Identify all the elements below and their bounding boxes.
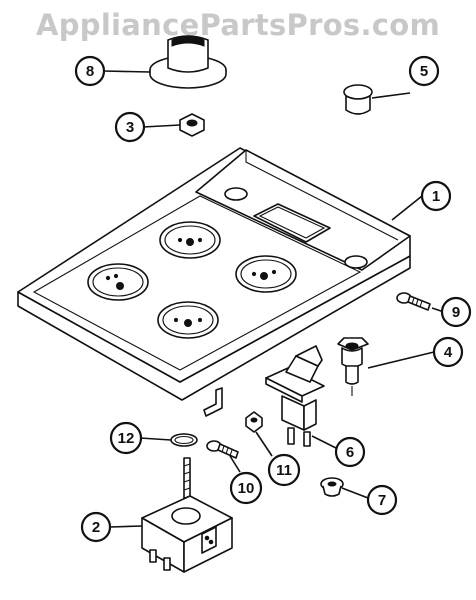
callout-label: 8 (86, 63, 94, 80)
callout-label: 7 (378, 492, 386, 509)
callout-5: 5 (408, 55, 440, 87)
callout-3: 3 (114, 111, 146, 143)
part-o-ring (170, 433, 198, 447)
part-infinite-switch (141, 457, 233, 573)
callout-9: 9 (440, 296, 472, 328)
watermark-logo: AppliancePartsPros.com (35, 8, 441, 42)
callout-6: 6 (334, 436, 366, 468)
burner-opening-back (159, 221, 221, 259)
callout-2: 2 (80, 511, 112, 543)
callout-label: 5 (420, 63, 428, 80)
part-plug-button (343, 84, 373, 115)
callout-label: 2 (92, 519, 100, 536)
part-cooktop-panel (17, 147, 411, 417)
part-nut (179, 113, 205, 137)
callout-12: 12 (109, 421, 143, 455)
burner-opening-right (235, 255, 297, 293)
callout-label: 4 (444, 344, 453, 361)
burner-opening-front (157, 301, 219, 339)
part-knob (149, 35, 227, 89)
callout-8: 8 (74, 55, 106, 87)
callout-label: 3 (126, 119, 134, 136)
part-indicator-light (337, 337, 369, 396)
burner-opening-left (87, 263, 149, 301)
part-screw-left (206, 440, 239, 459)
callout-label: 1 (432, 188, 440, 205)
part-small-nut (245, 411, 263, 433)
callout-11: 11 (267, 453, 301, 487)
callout-1: 1 (420, 180, 452, 212)
callout-label: 6 (346, 444, 354, 461)
callout-7: 7 (366, 484, 398, 516)
callout-label: 9 (452, 304, 460, 321)
callout-4: 4 (432, 336, 464, 368)
callout-label: 11 (276, 462, 292, 479)
callout-10: 10 (229, 471, 263, 505)
callout-label: 12 (118, 430, 135, 447)
part-screw-right (396, 292, 431, 311)
part-grommet (320, 477, 344, 497)
callout-label: 10 (238, 480, 255, 497)
part-switch (265, 345, 325, 447)
